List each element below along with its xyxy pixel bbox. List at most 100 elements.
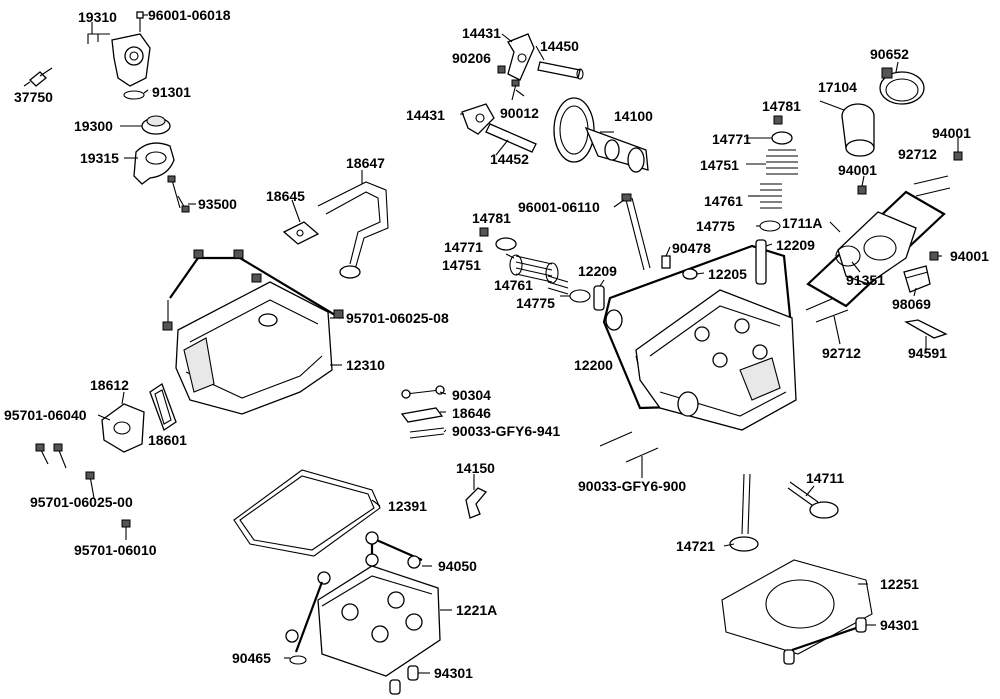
label-14751-a: 14751 <box>442 257 481 273</box>
stud-bolt-96001-06110 <box>621 193 651 271</box>
label-14150: 14150 <box>456 460 495 476</box>
dowel-pins-94301-a <box>389 665 419 695</box>
label-90012: 90012 <box>500 105 539 121</box>
valve-14721 <box>729 473 759 552</box>
o-ring-91301 <box>123 90 145 100</box>
label-12251: 12251 <box>880 576 919 592</box>
label-90206: 90206 <box>452 50 491 66</box>
label-14751-b: 14751 <box>700 157 739 173</box>
label-93500: 93500 <box>198 196 237 212</box>
label-90465: 90465 <box>232 650 271 666</box>
label-94001-c: 94001 <box>950 248 989 264</box>
label-95701-06040: 95701-06040 <box>4 407 87 423</box>
studs-92712-a <box>913 175 951 197</box>
valve-spring-14761-b <box>760 183 782 209</box>
intake-manifold-1711A <box>837 211 917 285</box>
label-12200: 12200 <box>574 357 613 373</box>
label-96001-06110: 96001-06110 <box>518 199 600 215</box>
label-1711A: 1711A <box>782 215 823 231</box>
valve-spring-14751-b <box>766 149 798 175</box>
label-14781-a: 14781 <box>472 210 511 226</box>
label-18647: 18647 <box>346 155 385 171</box>
valve-cotter-14781-b <box>773 115 783 125</box>
label-14781-b: 14781 <box>762 98 801 114</box>
bolts-93500 <box>167 175 190 213</box>
label-19315: 19315 <box>80 150 119 166</box>
gasket-18601 <box>149 383 177 431</box>
rocker-arm-14431-lower <box>461 103 495 135</box>
label-18601: 18601 <box>148 432 187 448</box>
label-90033-gfy6-900: 90033-GFY6-900 <box>578 478 687 494</box>
label-95701-06025-08: 95701-06025-08 <box>346 310 449 326</box>
label-91301: 91301 <box>152 84 191 100</box>
label-14761-a: 14761 <box>494 277 533 293</box>
label-14771-a: 14771 <box>444 239 483 255</box>
label-90033-gfy6-941: 90033-GFY6-941 <box>452 423 561 439</box>
dowel-pins-94301-b <box>783 617 867 665</box>
label-94001-a: 94001 <box>932 125 971 141</box>
label-14761-b: 14761 <box>704 193 743 209</box>
valve-stem-seals <box>605 309 623 331</box>
label-94301-a: 94301 <box>434 665 473 681</box>
bolt-95701-06010 <box>121 519 131 540</box>
gasket-18646 <box>400 407 444 423</box>
label-94050: 94050 <box>438 558 477 574</box>
bolt-90012 <box>511 79 520 101</box>
label-94001-b: 94001 <box>838 162 877 178</box>
label-96001-06018: 96001-06018 <box>148 7 231 23</box>
insulator-94591 <box>904 319 948 339</box>
label-18612: 18612 <box>90 377 129 393</box>
cylinder-head-12200 <box>635 289 797 431</box>
spring-seat-14775-a <box>569 289 591 303</box>
thermostat-19300 <box>141 115 171 135</box>
label-14771-b: 14771 <box>712 131 751 147</box>
label-14775-a: 14775 <box>516 295 555 311</box>
label-92712-b: 92712 <box>822 345 861 361</box>
studs-90304 <box>401 385 445 399</box>
label-17104: 17104 <box>818 79 857 95</box>
label-12310: 12310 <box>346 357 385 373</box>
label-12391: 12391 <box>388 498 427 514</box>
hose-17104 <box>841 103 875 157</box>
spring-seat-14775-b <box>759 220 781 232</box>
label-19300: 19300 <box>74 118 113 134</box>
cam-holder-1221A <box>317 565 441 677</box>
cover-bolts-95701-06025-08 <box>162 249 344 331</box>
bolt-95701-06025-00 <box>85 471 95 499</box>
nuts-94050 <box>317 531 423 585</box>
label-12209-a: 12209 <box>776 237 815 253</box>
spring-retainer-14771-a <box>495 237 517 251</box>
label-91351: 91351 <box>846 272 885 288</box>
cylinder-gasket-12251 <box>721 559 873 655</box>
label-14100: 14100 <box>614 108 653 124</box>
thermostat-housing-19310 <box>87 33 151 87</box>
valve-guide-90478 <box>661 255 671 269</box>
valve-guide-12209-b <box>593 285 605 311</box>
studs-90033-gfy6-941 <box>409 427 445 439</box>
label-95701-06025-00: 95701-06025-00 <box>30 494 133 510</box>
label-14775-b: 14775 <box>696 218 735 234</box>
o-ring-91351 <box>835 245 861 267</box>
label-95701-06010: 95701-06010 <box>74 542 157 558</box>
label-14711: 14711 <box>806 470 845 486</box>
label-90478: 90478 <box>672 240 711 256</box>
leader-lines <box>91 14 959 674</box>
label-90304: 90304 <box>452 387 491 403</box>
rocker-shaft-14450 <box>537 61 584 80</box>
valve-14711 <box>787 481 839 519</box>
label-14452: 14452 <box>490 151 529 167</box>
temp-sensor-37750 <box>23 67 53 87</box>
bolts-95701-06040 <box>35 443 67 469</box>
label-14450: 14450 <box>540 38 579 54</box>
clamp-90652 <box>879 67 925 105</box>
label-14431-b: 14431 <box>406 107 445 123</box>
valve-cotter-14781-a <box>479 227 489 237</box>
label-14431-a: 14431 <box>462 25 501 41</box>
cover-plate-18612 <box>101 403 145 453</box>
thermostat-cover-19315 <box>133 142 175 185</box>
studs-90033-gfy6-900 <box>599 431 659 463</box>
label-12205: 12205 <box>708 266 747 282</box>
washers-90465 <box>285 581 324 665</box>
label-94591: 94591 <box>908 345 947 361</box>
